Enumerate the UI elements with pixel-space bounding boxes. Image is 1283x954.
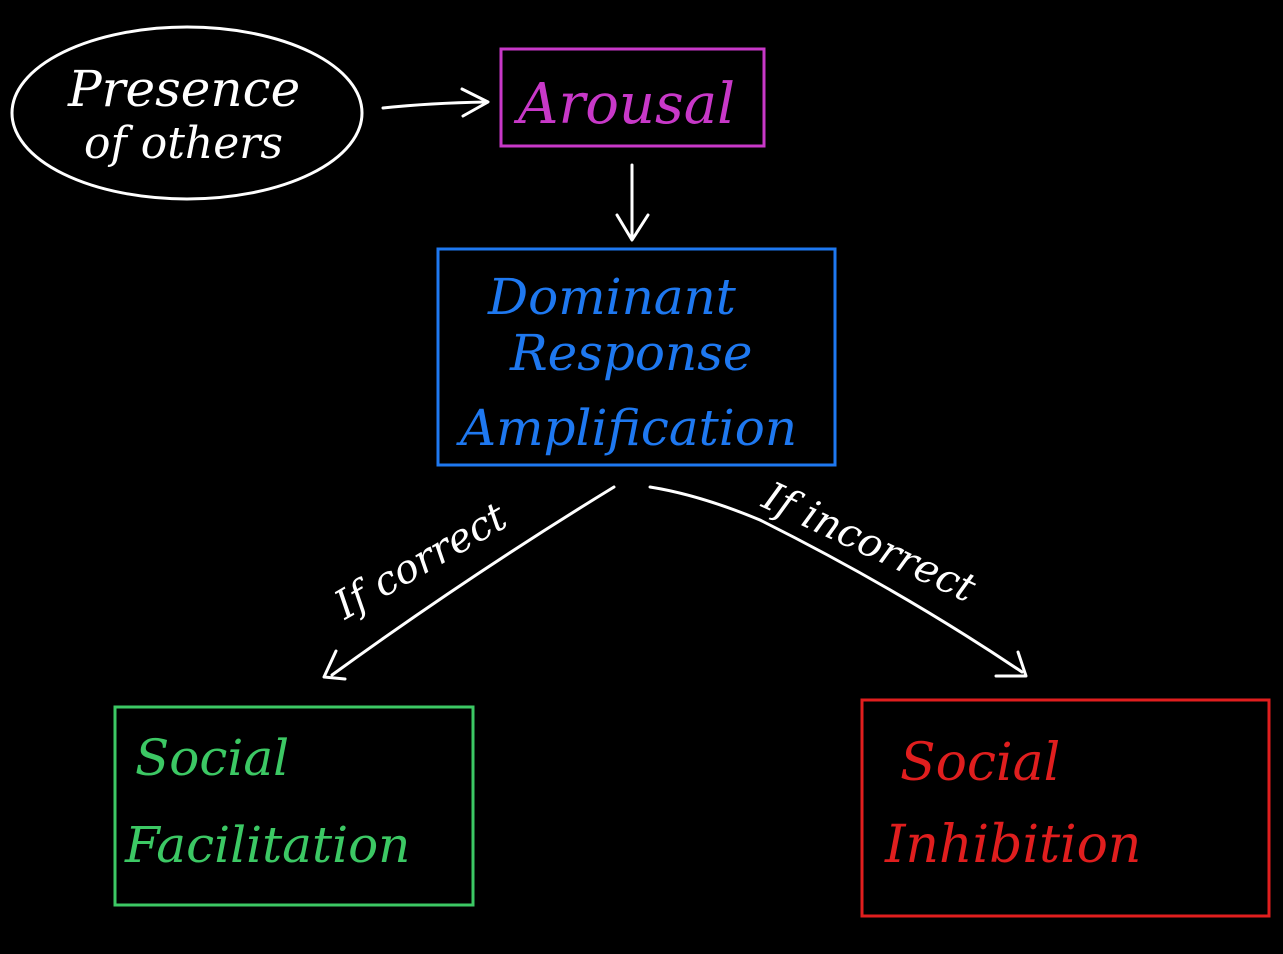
presence-label-line1: Presence	[67, 60, 300, 118]
dominant-label-line2: Response	[509, 324, 752, 382]
inhibition-label-line1: Social	[900, 733, 1060, 793]
arrow-arousal-to-dominant	[615, 163, 650, 242]
node-dominant-response: Dominant Response Amplification	[436, 247, 837, 467]
facilitation-box	[113, 705, 475, 907]
inhibition-label-line2: Inhibition	[884, 815, 1141, 875]
facilitation-label-line1: Social	[135, 729, 289, 787]
node-arousal: Arousal	[499, 47, 766, 148]
dominant-label-line1: Dominant	[487, 268, 737, 326]
edge-label-if-correct: If correct	[326, 493, 515, 629]
arousal-label: Arousal	[513, 72, 735, 137]
dominant-label-line3: Amplification	[456, 399, 797, 457]
arrow-to-facilitation	[322, 485, 616, 681]
node-presence-of-others: Presence of others	[10, 25, 364, 201]
inhibition-box	[860, 698, 1271, 918]
arousal-box	[499, 47, 766, 148]
presence-ellipse	[10, 25, 364, 201]
edge-label-if-incorrect: If incorrect	[755, 473, 984, 612]
node-social-facilitation: Social Facilitation	[113, 705, 475, 907]
facilitation-label-line2: Facilitation	[124, 816, 410, 874]
arrow-to-inhibition	[648, 485, 1028, 678]
arrow-presence-to-arousal	[381, 87, 490, 118]
presence-label-line2: of others	[84, 118, 283, 169]
dominant-box	[436, 247, 837, 467]
node-social-inhibition: Social Inhibition	[860, 698, 1271, 918]
